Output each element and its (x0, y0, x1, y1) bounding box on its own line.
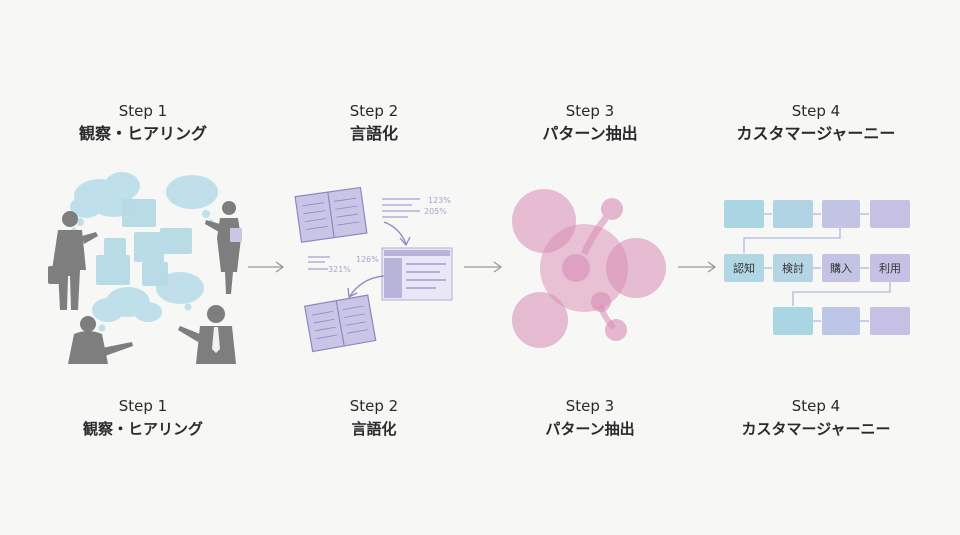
sticky-notes (96, 199, 192, 286)
step-label: Step 2 (349, 102, 399, 120)
step-title: 言語化 (349, 124, 398, 143)
people-speech-bubbles-icon (48, 172, 242, 364)
journey-stage-box (822, 254, 860, 282)
curved-arrow (347, 221, 411, 298)
step-label: Step 1 (118, 397, 168, 415)
step-label: Step 4 (791, 397, 841, 415)
journey-stage-label: 検討 (782, 261, 804, 275)
step-label: Step 1 (118, 102, 168, 120)
text-lines (308, 198, 420, 270)
step-label: Step 2 (349, 397, 399, 415)
journey-flow-icon: 認知 検討 購入 利用 (724, 200, 910, 335)
step-title: カスタマージャーニー (741, 420, 891, 438)
note-number: 126% (356, 255, 379, 264)
step3-heading-top: Step 3 パターン抽出 (480, 101, 700, 145)
journey-box (724, 200, 764, 228)
journey-box (773, 200, 813, 228)
speech-bubble-cloud-2 (92, 287, 162, 332)
journey-box (870, 307, 910, 335)
step-title: 観察・ヒアリング (82, 420, 203, 438)
step4-heading-top: Step 4 カスタマージャーニー (706, 101, 926, 145)
step-title: パターン抽出 (545, 420, 635, 438)
journey-box (773, 307, 813, 335)
step-title: パターン抽出 (542, 124, 638, 143)
step3-heading-bottom: Step 3 パターン抽出 (480, 396, 700, 440)
journey-stage-box (724, 254, 764, 282)
step-label: Step 4 (791, 102, 841, 120)
journey-stage-label: 購入 (830, 261, 852, 275)
step2-heading-top: Step 2 言語化 (264, 101, 484, 145)
document-panel (381, 247, 453, 301)
step-title: 観察・ヒアリング (78, 124, 207, 143)
notebook-documents-icon: 123% 205% 126% 321% (294, 186, 453, 353)
step-label: Step 3 (565, 102, 615, 120)
clustered-circles-icon (512, 189, 666, 348)
journey-stage-label: 認知 (733, 261, 755, 275)
journey-stage-label: 利用 (879, 262, 901, 275)
journey-stage-box (773, 254, 813, 282)
notebook-bottom (304, 294, 377, 353)
note-number: 321% (328, 265, 351, 274)
journey-box (822, 307, 860, 335)
journey-box (822, 200, 860, 228)
note-number: 205% (424, 207, 447, 216)
flow-arrow (678, 261, 717, 273)
journey-stage-box (870, 254, 910, 282)
step2-heading-bottom: Step 2 言語化 (264, 396, 484, 440)
speech-bubble-oval (166, 175, 218, 225)
notebook-top (294, 186, 368, 243)
person-silhouettes (48, 201, 242, 364)
note-number: 123% (428, 196, 451, 205)
step-label: Step 3 (565, 397, 615, 415)
step1-heading-top: Step 1 観察・ヒアリング (33, 101, 253, 145)
step-title: 言語化 (351, 420, 397, 438)
flow-arrow (248, 261, 285, 273)
step4-heading-bottom: Step 4 カスタマージャーニー (706, 396, 926, 440)
step-title: カスタマージャーニー (736, 124, 896, 143)
flow-arrow (464, 261, 503, 273)
journey-box (870, 200, 910, 228)
step1-heading-bottom: Step 1 観察・ヒアリング (33, 396, 253, 440)
journey-connectors (743, 213, 891, 322)
